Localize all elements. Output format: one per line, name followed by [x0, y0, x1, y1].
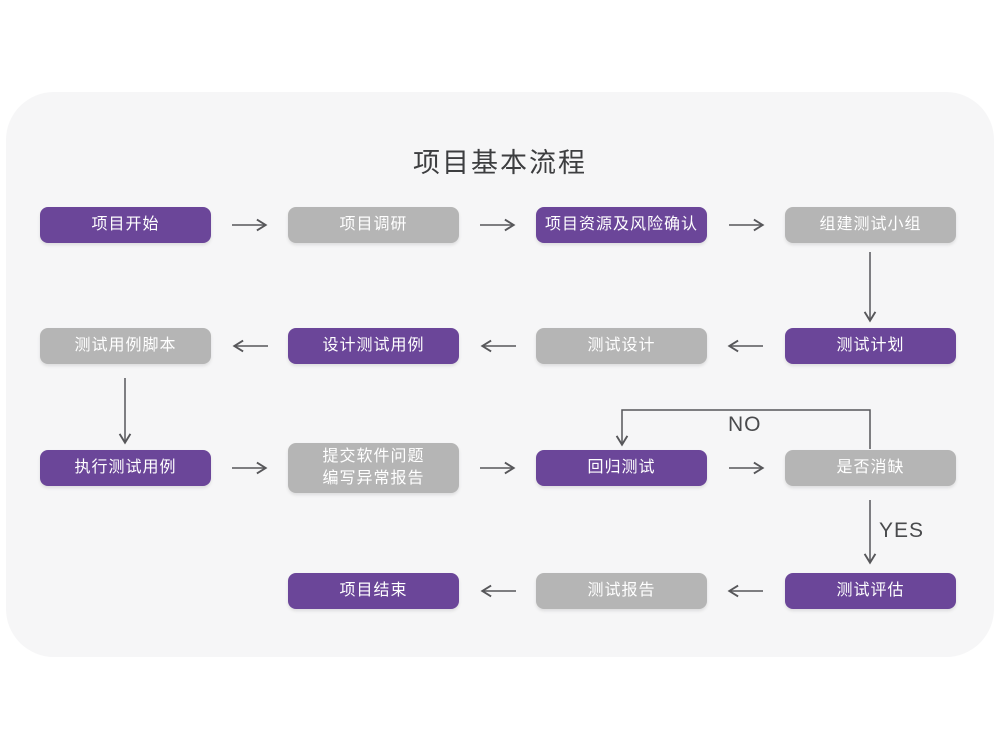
- page-title: 项目基本流程: [413, 148, 587, 178]
- flow-node-defect-cleared: 是否消缺: [785, 450, 956, 486]
- flow-node-test-report: 测试报告: [536, 573, 707, 609]
- flow-node-regression-test: 回归测试: [536, 450, 707, 486]
- branch-label-no: NO: [728, 413, 762, 436]
- flow-node-resource-risk: 项目资源及风险确认: [536, 207, 707, 243]
- flow-node-test-plan: 测试计划: [785, 328, 956, 364]
- flow-node-build-team: 组建测试小组: [785, 207, 956, 243]
- flow-node-project-start: 项目开始: [40, 207, 211, 243]
- flow-node-execute-cases: 执行测试用例: [40, 450, 211, 486]
- branch-label-yes: YES: [879, 519, 925, 542]
- flowchart-card: [6, 92, 994, 657]
- flow-node-project-end: 项目结束: [288, 573, 459, 609]
- flow-node-project-research: 项目调研: [288, 207, 459, 243]
- flow-node-submit-issues: 提交软件问题 编写异常报告: [288, 443, 459, 493]
- flow-node-test-design: 测试设计: [536, 328, 707, 364]
- flow-node-case-script: 测试用例脚本: [40, 328, 211, 364]
- flow-node-design-cases: 设计测试用例: [288, 328, 459, 364]
- flow-node-test-evaluate: 测试评估: [785, 573, 956, 609]
